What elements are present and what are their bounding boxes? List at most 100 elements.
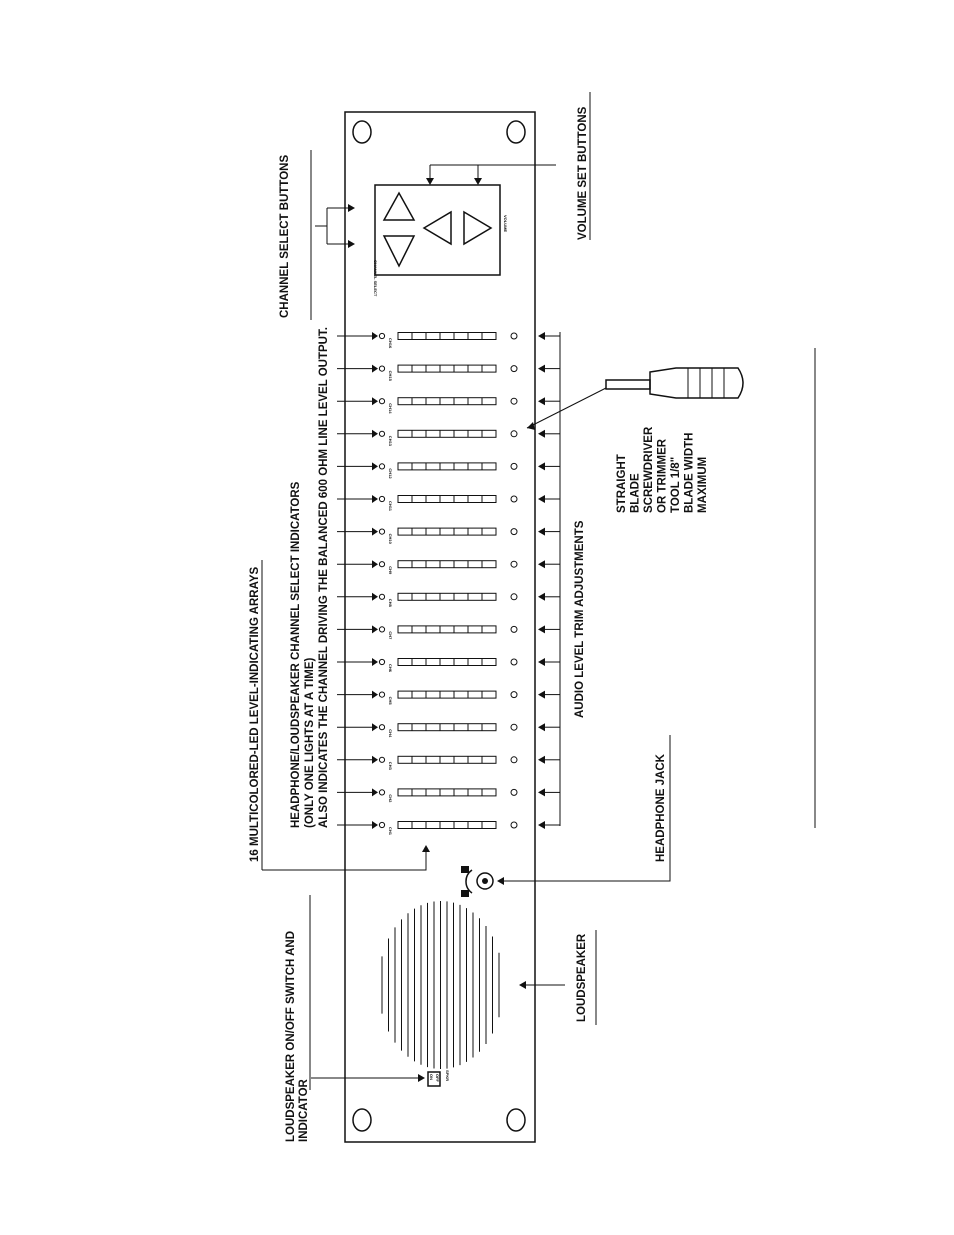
arrow-icon bbox=[372, 821, 378, 829]
channel-label: CH10 bbox=[388, 534, 393, 545]
channel-indicator-led bbox=[378, 789, 386, 796]
arrow-icon bbox=[538, 723, 545, 732]
channel-down-button[interactable] bbox=[382, 235, 416, 268]
channel-up-button[interactable] bbox=[382, 191, 416, 221]
channel-indicator-led bbox=[378, 528, 386, 535]
led-level-array bbox=[397, 592, 497, 601]
led-level-array bbox=[397, 364, 497, 373]
mounting-hole bbox=[506, 120, 526, 144]
trim-pot[interactable] bbox=[510, 332, 518, 340]
leader-line bbox=[504, 735, 671, 882]
channel-label: CH2 bbox=[388, 794, 393, 803]
headphone-jack-center bbox=[482, 878, 488, 884]
arrow-icon bbox=[538, 495, 545, 503]
trim-pot[interactable] bbox=[510, 365, 518, 373]
arrow-icon bbox=[372, 592, 378, 601]
led-level-array bbox=[397, 560, 497, 569]
headphone-jack[interactable] bbox=[476, 872, 494, 890]
arrow-icon bbox=[348, 240, 355, 248]
trim-pot[interactable] bbox=[510, 691, 518, 699]
trim-pot[interactable] bbox=[510, 528, 518, 536]
arrow-icon bbox=[538, 592, 545, 601]
arrow-icon bbox=[538, 658, 545, 666]
channel-indicator-led bbox=[378, 332, 386, 340]
arrow-icon bbox=[519, 981, 526, 989]
channel-select-buttons-label: CHANNEL SELECT BUTTONS bbox=[279, 155, 291, 318]
channel-label: CH4 bbox=[388, 729, 393, 738]
volume-set-buttons-label: VOLUME SET BUTTONS bbox=[577, 106, 589, 240]
mounting-hole bbox=[352, 1108, 372, 1132]
control-box bbox=[374, 184, 501, 276]
channel-label: CH8 bbox=[388, 599, 393, 608]
trim-pot[interactable] bbox=[510, 625, 518, 633]
arrow-icon bbox=[372, 658, 378, 666]
trim-pot[interactable] bbox=[510, 593, 518, 601]
select-indicators-label-3: ALSO INDICATES THE CHANNEL DRIVING THE B… bbox=[318, 327, 330, 828]
channel-label: CH7 bbox=[388, 631, 393, 640]
channel-indicator-led bbox=[378, 658, 386, 666]
arrow-icon bbox=[372, 364, 378, 373]
arrow-icon bbox=[422, 845, 430, 852]
led-level-array bbox=[397, 332, 497, 340]
arrow-icon bbox=[348, 204, 355, 212]
channel-label: CH5 bbox=[388, 697, 393, 706]
arrow-icon bbox=[538, 560, 545, 569]
leader-line bbox=[526, 387, 607, 429]
channel-label: CH15 bbox=[388, 371, 393, 382]
arrow-icon bbox=[538, 625, 545, 634]
screwdriver-label-line: STRAIGHT bbox=[616, 454, 628, 513]
trim-pot[interactable] bbox=[510, 821, 518, 829]
led-level-array bbox=[397, 462, 497, 471]
arrow-icon bbox=[372, 788, 378, 797]
trim-pot[interactable] bbox=[510, 495, 518, 503]
channel-label: CH14 bbox=[388, 403, 393, 414]
channel-label: CH9 bbox=[388, 566, 393, 575]
headphone-jack-label: HEADPHONE JACK bbox=[655, 753, 667, 862]
arrow-icon bbox=[474, 178, 482, 185]
arrow-icon bbox=[372, 723, 378, 732]
arrow-icon bbox=[372, 462, 378, 471]
channel-select-label: CHANNEL SELECT bbox=[373, 260, 378, 297]
led-level-array bbox=[397, 658, 497, 666]
audio-trim-label: AUDIO LEVEL TRIM ADJUSTMENTS bbox=[574, 520, 586, 718]
trim-pot[interactable] bbox=[510, 397, 518, 405]
volume-down-button[interactable] bbox=[422, 210, 452, 246]
arrow-icon bbox=[538, 332, 545, 340]
arrow-icon bbox=[372, 495, 378, 503]
trim-pot[interactable] bbox=[510, 430, 518, 438]
channel-indicator-led bbox=[378, 495, 386, 503]
led-level-array bbox=[397, 429, 497, 438]
trim-pot[interactable] bbox=[510, 723, 518, 731]
trim-pot[interactable] bbox=[510, 788, 518, 796]
headphone-icon bbox=[465, 869, 473, 894]
arrow-icon bbox=[538, 690, 545, 699]
arrow-icon bbox=[538, 397, 545, 406]
arrow-icon bbox=[538, 429, 545, 438]
channel-indicator-led bbox=[378, 365, 386, 372]
leader-line bbox=[262, 852, 427, 871]
channel-indicator-led bbox=[378, 430, 386, 437]
arrow-icon bbox=[372, 625, 378, 634]
trim-pot[interactable] bbox=[510, 756, 518, 764]
channel-label: CH11 bbox=[388, 501, 393, 512]
arrow-icon bbox=[372, 755, 378, 764]
arrow-icon bbox=[372, 527, 378, 536]
trim-pot[interactable] bbox=[510, 462, 518, 470]
volume-up-button[interactable] bbox=[463, 210, 493, 246]
screwdriver-label-line: MAXIMUM bbox=[697, 457, 709, 513]
arrow-icon bbox=[497, 877, 504, 885]
trim-pot[interactable] bbox=[510, 658, 518, 666]
trim-pot[interactable] bbox=[510, 560, 518, 568]
led-level-array bbox=[397, 397, 497, 406]
arrow-icon bbox=[538, 821, 545, 829]
led-level-array bbox=[397, 690, 497, 699]
channel-label: CH16 bbox=[388, 338, 393, 349]
mounting-hole bbox=[506, 1108, 526, 1132]
loudspeaker-switch[interactable] bbox=[427, 1071, 441, 1087]
loudspeaker-switch-label-1: LOUDSPEAKER ON/OFF SWITCH AND bbox=[285, 931, 297, 1142]
arrow-icon bbox=[372, 429, 378, 438]
led-level-array bbox=[397, 625, 497, 634]
loudspeaker-switch-label-2: INDICATOR bbox=[298, 1078, 310, 1142]
channel-label: CH6 bbox=[388, 664, 393, 673]
